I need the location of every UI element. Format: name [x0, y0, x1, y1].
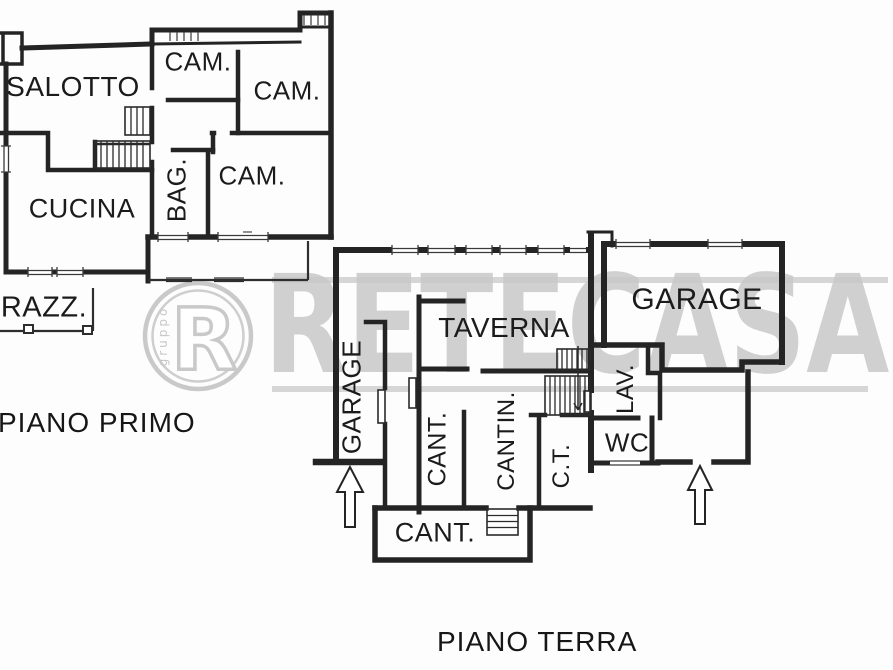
- room-label-bag: BAG.: [161, 157, 192, 223]
- room-label-cam1: CAM.: [164, 46, 232, 77]
- balcony-outline: [148, 241, 310, 283]
- logo-ring-outer-icon: [142, 280, 254, 392]
- room-label-salotto: SALOTTO: [6, 71, 140, 102]
- entrance-arrows: [335, 463, 714, 528]
- logo-subtext: gruppo: [156, 306, 170, 367]
- windows-piano-primo: [1, 15, 326, 277]
- room-label-taverna: TAVERNA: [438, 312, 570, 343]
- entrance-arrow-icon: [686, 463, 714, 525]
- watermark-top-bar: [272, 277, 888, 283]
- room-label-garage: GARAGE: [631, 283, 763, 316]
- cellar-steps-icon: [486, 508, 519, 536]
- room-label-cucina: CUCINA: [28, 193, 136, 224]
- room-label-terrazza: RAZZ.: [0, 291, 88, 324]
- entrance-arrow-icon: [335, 464, 365, 528]
- room-label-cantin: CANTIN.: [493, 391, 520, 491]
- logo-r-letter: R: [171, 290, 237, 390]
- stairs-piano-terra-icon: [544, 346, 591, 416]
- logo-ring-inner-icon: [151, 289, 245, 383]
- room-label-cam3: CAM.: [218, 160, 286, 191]
- room-label-ct: C.T.: [548, 443, 575, 489]
- room-label-garage-strip: GARAGE: [336, 339, 367, 455]
- piano-terra-walls: [312, 230, 785, 563]
- windows-piano-terra: [391, 239, 743, 468]
- floor-title-piano-terra: PIANO TERRA: [437, 626, 638, 657]
- door-leaf-icons: [377, 377, 592, 424]
- room-label-cant2: CANT.: [394, 517, 476, 548]
- room-label-cam2: CAM.: [253, 75, 321, 106]
- room-label-lav: LAV.: [612, 363, 639, 415]
- floor-title-piano-primo: PIANO PRIMO: [0, 407, 196, 438]
- terrace-outline: [0, 288, 95, 335]
- room-label-wc: WC: [604, 427, 650, 458]
- stairs-piano-primo-icon: [94, 106, 151, 169]
- room-label-cant1: CANT.: [423, 411, 452, 487]
- stair-direction-arrow-icon: [573, 346, 583, 411]
